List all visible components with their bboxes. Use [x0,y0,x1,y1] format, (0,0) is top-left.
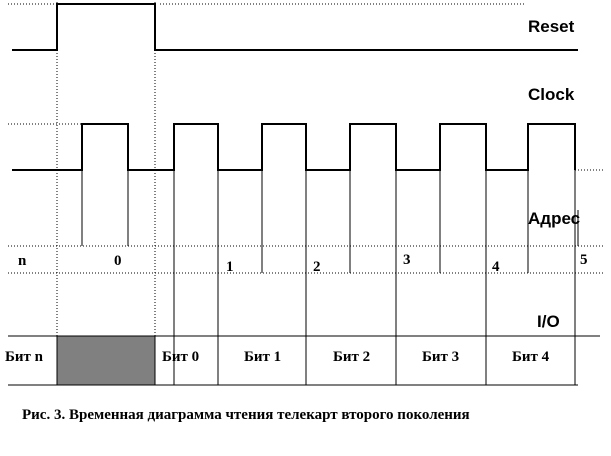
dotted-guides [56,2,156,385]
reset-waveform [12,3,578,51]
address-label: Адрес [528,209,580,228]
io-bit-label: Бит 2 [333,349,370,365]
address-value: 1 [226,259,234,275]
caption-text: Временная диаграмма чтения телекарт втор… [68,407,470,423]
clock-waveform [12,123,576,171]
io-row [8,335,600,386]
address-value: 2 [313,259,321,275]
io-label: I/O [537,312,560,331]
io-bit-label: Бит 1 [244,349,281,365]
address-value: 3 [403,252,411,268]
address-values: n 0 1 2 3 4 5 [18,252,588,275]
clock-label: Clock [528,85,575,104]
io-bit-label: Бит 4 [512,349,550,365]
address-value: 5 [580,252,588,268]
io-bit-label: Бит n [5,349,44,365]
io-shaded-cell [56,335,156,386]
figure-caption: Рис. 3. Временная диаграмма чтения телек… [22,403,562,427]
address-value: 0 [114,253,122,269]
caption-prefix: Рис. 3. [22,407,66,423]
address-value: n [18,253,27,269]
io-bit-label: Бит 3 [422,349,459,365]
io-bit-label: Бит 0 [162,349,199,365]
clock-edge-lines [81,170,576,385]
reset-label: Reset [528,17,575,36]
io-values: Бит n Бит 0 Бит 1 Бит 2 Бит 3 Бит 4 [5,349,550,365]
address-value: 4 [492,259,500,275]
